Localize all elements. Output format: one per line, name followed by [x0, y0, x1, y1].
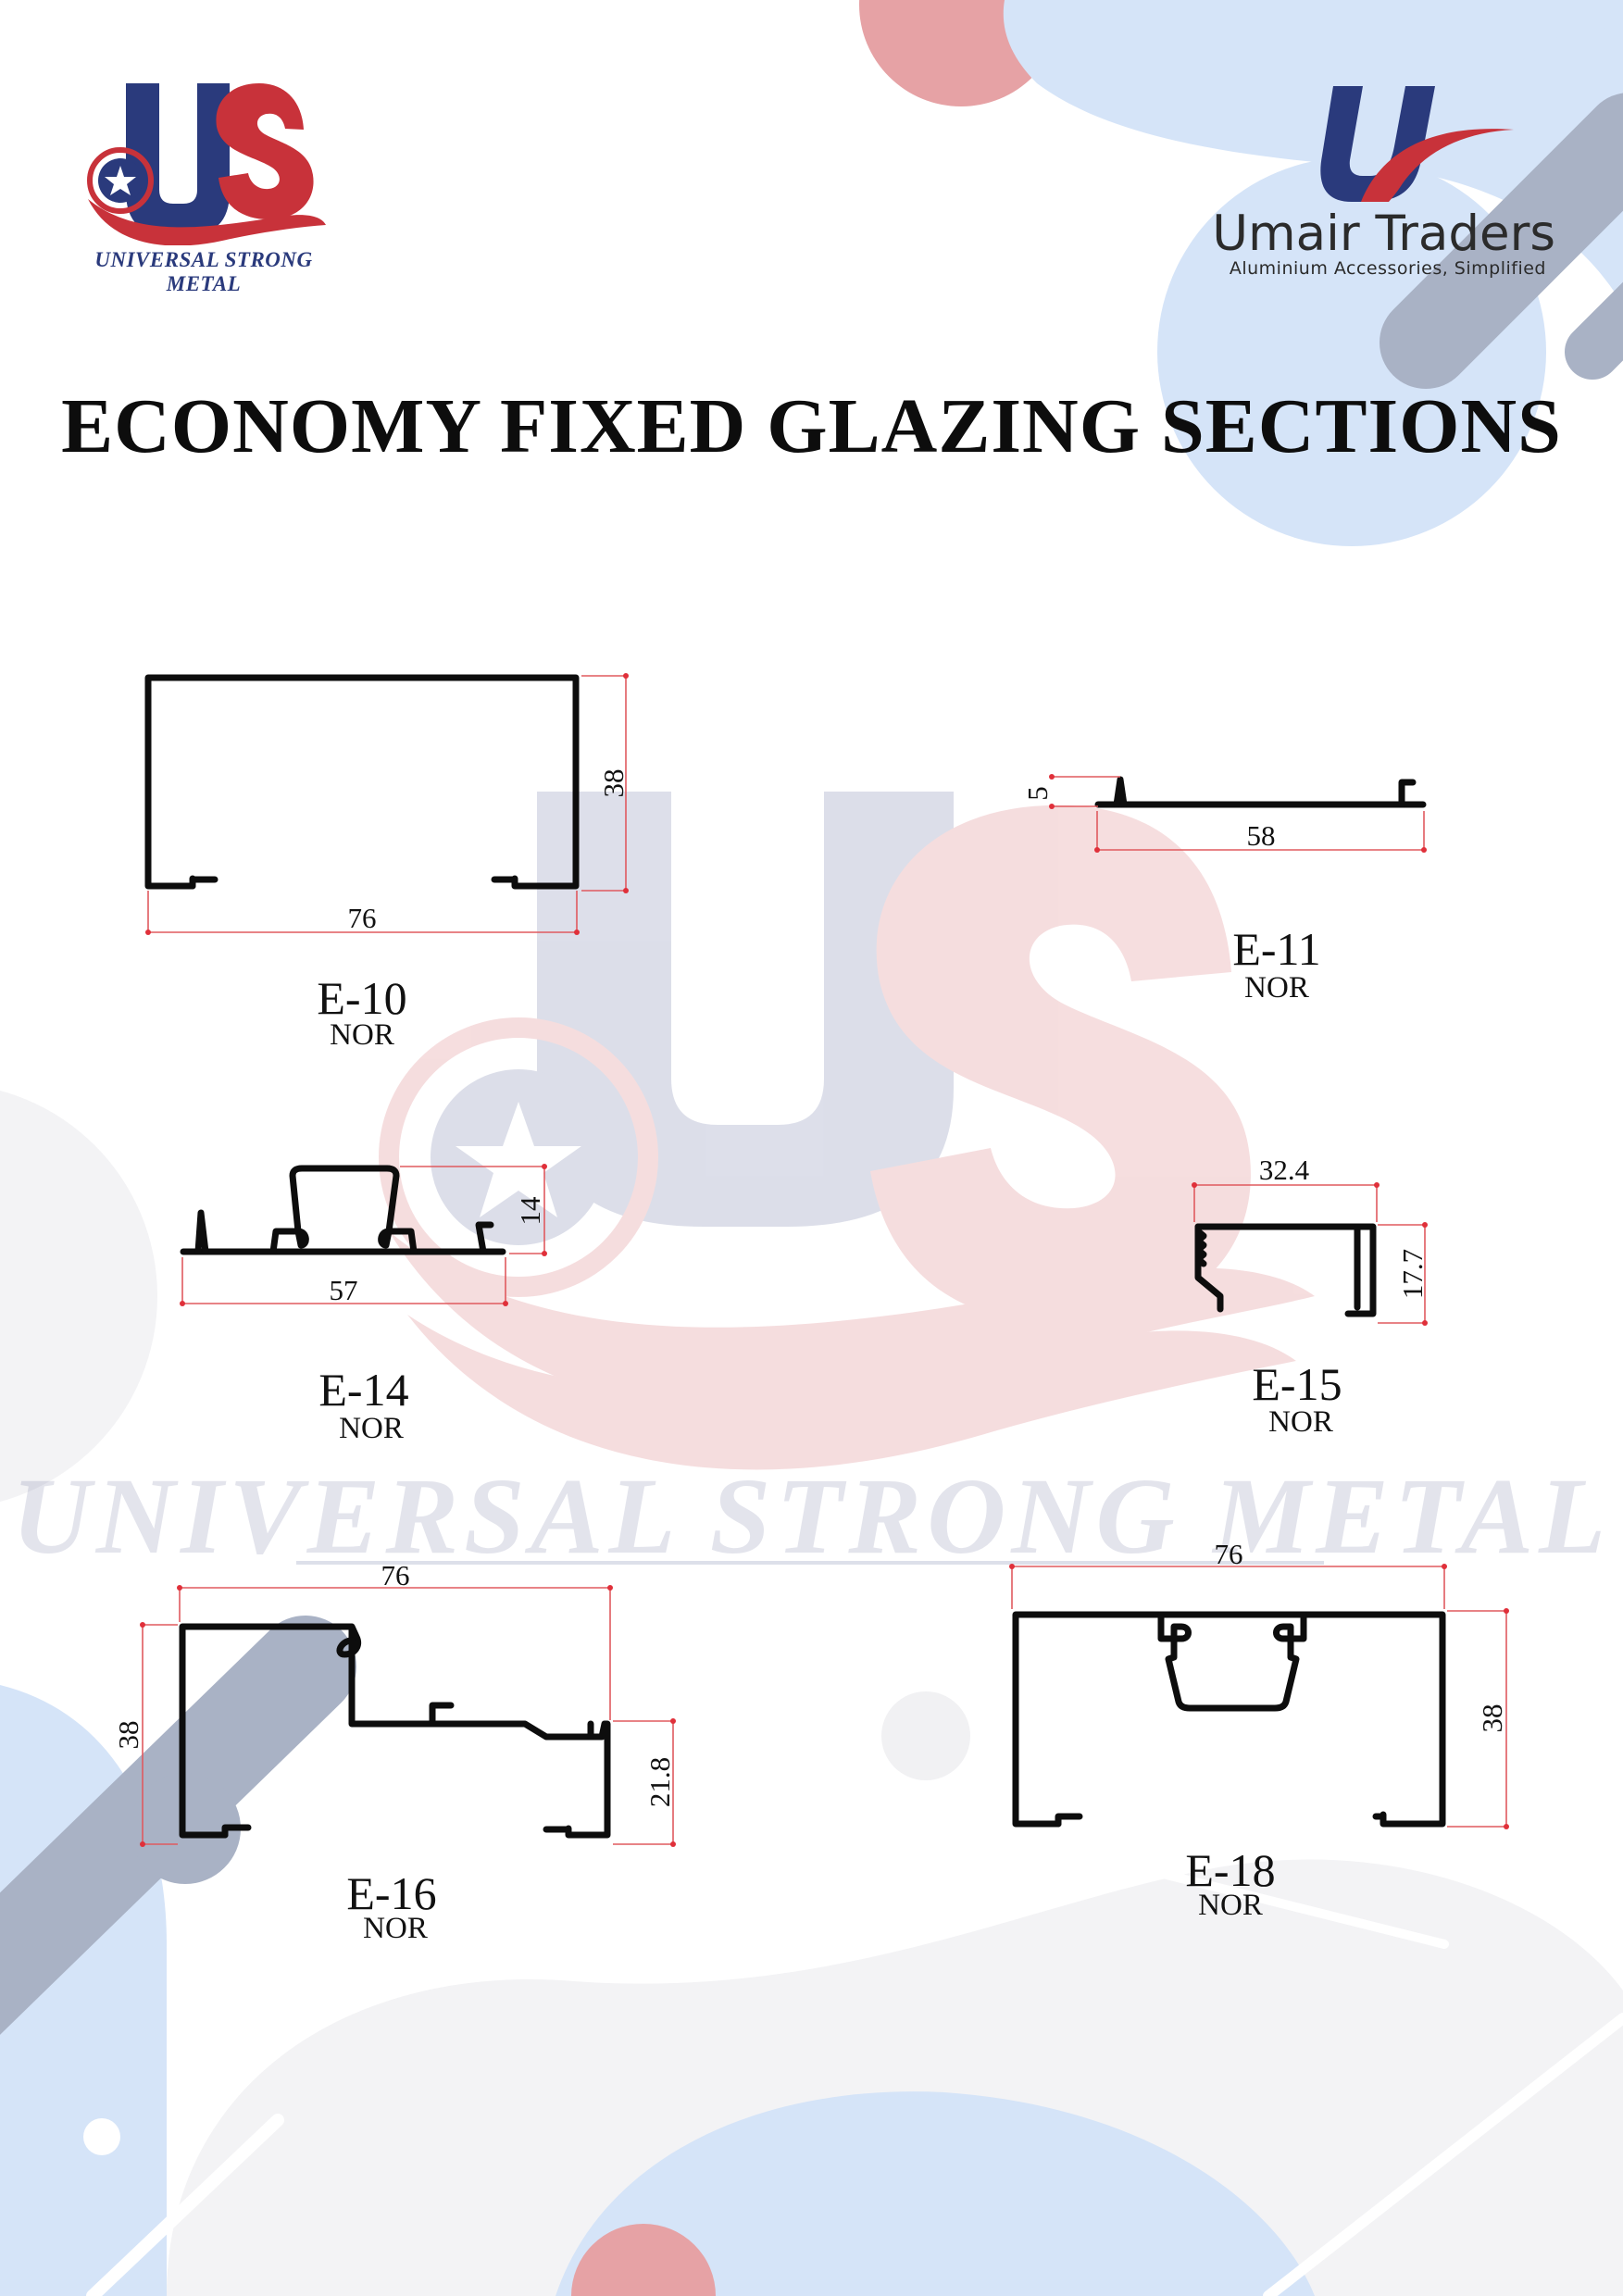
white-stripe-right — [1069, 1847, 1449, 1949]
section-grade-e15: NOR — [1268, 1405, 1333, 1439]
profile-e10-shape — [144, 674, 580, 890]
star-icon — [105, 166, 136, 195]
gray-pill-small — [1565, 281, 1623, 380]
dim-e16-width: 76 — [381, 1559, 410, 1591]
profile-e14-shape — [180, 1165, 506, 1255]
section-grade-e14: NOR — [339, 1412, 404, 1445]
section-code-e16: E-16 — [346, 1867, 437, 1919]
white-stripe-left — [86, 2114, 284, 2296]
logo-swoosh — [88, 199, 326, 245]
white-stripe-bottom — [1263, 2013, 1623, 2296]
dim-e14-width: 57 — [330, 1274, 358, 1306]
watermark-text: UNIVERSAL STRONG METAL — [11, 1455, 1612, 1577]
profile-e11-shape — [1094, 776, 1427, 808]
section-grade-e18: NOR — [1198, 1889, 1263, 1922]
section-code-e14: E-14 — [318, 1364, 409, 1416]
universal-strong-metal-caption: UNIVERSAL STRONG METAL — [94, 248, 313, 295]
dim-e10-width: 76 — [348, 902, 377, 934]
universal-strong-metal-logo — [87, 83, 326, 245]
dimension-lines-e18 — [1009, 1564, 1509, 1829]
dim-e10-height: 38 — [597, 769, 630, 798]
blue-blob-bottom — [556, 2091, 1315, 2296]
watermark-monogram — [379, 792, 1315, 1470]
dimension-lines-e11 — [1049, 774, 1427, 853]
blue-blob-top — [1003, 0, 1623, 306]
gray-wave-bottom — [167, 1859, 1623, 2296]
section-grade-e16: NOR — [363, 1912, 428, 1945]
page-title: ECONOMY FIXED GLAZING SECTIONS — [61, 383, 1562, 469]
section-grade-e10: NOR — [330, 1018, 394, 1052]
section-code-e18: E-18 — [1185, 1844, 1276, 1896]
gray-pill-top — [1380, 93, 1623, 389]
logo-swoosh-right — [1361, 129, 1514, 202]
section-grade-e11: NOR — [1244, 971, 1309, 1004]
section-code-e10: E-10 — [317, 972, 407, 1024]
umair-traders-tagline: Aluminium Accessories, Simplified — [1229, 258, 1546, 279]
dim-e16-height: 38 — [112, 1721, 144, 1750]
pink-circle-bottom — [571, 2224, 716, 2296]
dim-e15-height: 17.7 — [1396, 1249, 1429, 1299]
dimension-lines-e10 — [145, 673, 629, 935]
dim-e11-height: 5 — [1021, 786, 1054, 801]
profile-e15-shape — [1194, 1223, 1377, 1317]
logo-letter-u — [126, 83, 230, 236]
dim-e15-width: 32.4 — [1259, 1154, 1310, 1186]
section-code-e11: E-11 — [1232, 923, 1321, 975]
umair-traders-logo — [1320, 86, 1514, 202]
gray-blob-left — [0, 1090, 157, 1503]
dim-e18-width: 76 — [1215, 1538, 1243, 1570]
logo-ring — [87, 147, 154, 214]
logo-letter-s — [216, 83, 314, 219]
dim-e18-height: 38 — [1476, 1704, 1508, 1733]
section-code-e15: E-15 — [1252, 1358, 1342, 1410]
dimension-lines-e14 — [180, 1164, 547, 1306]
dimension-lines-e15 — [1192, 1182, 1428, 1326]
white-dot-left — [83, 2118, 120, 2155]
profile-e18-shape — [1012, 1611, 1446, 1828]
dim-e16-inner-height: 21.8 — [643, 1757, 676, 1807]
profile-e16-shape — [179, 1623, 611, 1839]
umair-traders-name: Umair Traders — [1212, 206, 1555, 262]
gray-dot-mid — [881, 1691, 970, 1780]
dimension-lines-e16 — [140, 1585, 676, 1847]
dim-e11-width: 58 — [1247, 819, 1276, 852]
dim-e14-height: 14 — [514, 1196, 546, 1226]
